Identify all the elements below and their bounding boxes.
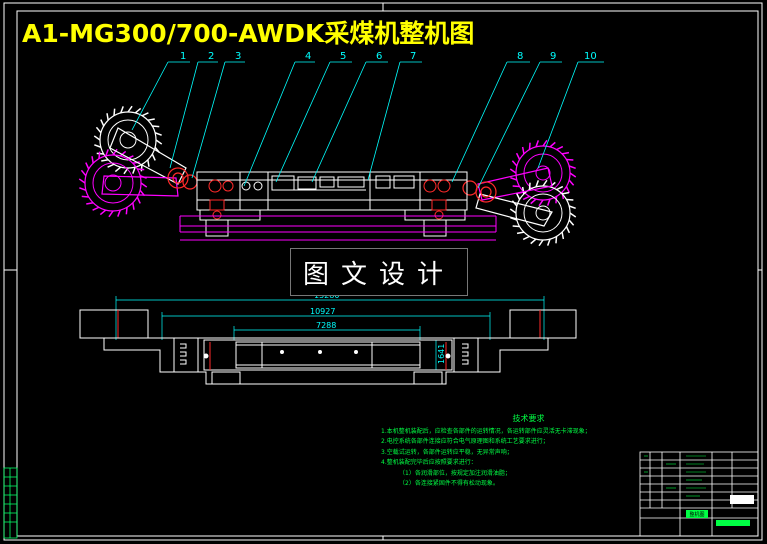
conveyor-pan bbox=[179, 215, 497, 241]
left-lower-drum bbox=[78, 148, 148, 218]
machine-body bbox=[196, 171, 468, 237]
inner-frame bbox=[16, 10, 759, 537]
left-revision-strip bbox=[3, 467, 18, 539]
dimension-inner: 7288 bbox=[316, 321, 336, 330]
part-leaders bbox=[131, 61, 604, 189]
right-upper-drum bbox=[509, 139, 577, 207]
title-block bbox=[639, 451, 759, 537]
part-number-labels: 1 2 3 4 5 6 7 8 9 10 bbox=[180, 51, 597, 62]
dimension-height: 1641 bbox=[437, 344, 446, 364]
right-lower-drum bbox=[509, 179, 577, 247]
shearer-plan-view bbox=[79, 296, 577, 385]
haulage-units bbox=[209, 199, 447, 220]
watermark: 图文设计 bbox=[290, 248, 468, 296]
part-number-1: 1 bbox=[180, 51, 186, 62]
technical-note-5: （1）各润滑部位，按规定加注润滑油脂； bbox=[399, 469, 511, 477]
technical-requirements-title: 技术要求 bbox=[512, 414, 545, 423]
left-ranging-arm bbox=[101, 127, 198, 197]
part-number-10: 10 bbox=[584, 51, 597, 62]
title-block-drawing-name: 整机图 bbox=[689, 511, 704, 518]
title-block-strokes bbox=[644, 455, 706, 497]
part-number-6: 6 bbox=[376, 51, 382, 62]
part-number-4: 4 bbox=[305, 51, 311, 62]
technical-note-4: 4.整机装配完毕后应按照要求进行： bbox=[381, 459, 477, 466]
dimension-labels: 15280 10927 7288 1641 bbox=[310, 291, 446, 364]
left-upper-drum bbox=[93, 105, 163, 175]
part-number-2: 2 bbox=[208, 51, 214, 62]
dimension-overall: 10927 bbox=[310, 307, 335, 316]
part-number-5: 5 bbox=[340, 51, 346, 62]
part-number-3: 3 bbox=[235, 51, 241, 62]
technical-note-2: 2.电控系统各部件连接应符合电气原理图和系统工艺要求进行； bbox=[381, 438, 549, 445]
technical-note-3: 3.空载试运转，各部件运转应平稳，无异常声响； bbox=[381, 448, 513, 456]
technical-requirements: 技术要求 1.本机整机装配后，应检查各部件的运转情况，各运转部件应灵活无卡滞现象… bbox=[381, 414, 636, 490]
technical-note-6: （2）各连接紧固件不得有松动现象。 bbox=[399, 480, 499, 487]
part-number-7: 7 bbox=[410, 51, 416, 62]
technical-note-1: 1.本机整机装配后，应检查各部件的运转情况，各运转部件应灵活无卡滞现象； bbox=[381, 427, 591, 435]
part-number-9: 9 bbox=[550, 51, 556, 62]
right-ranging-arm bbox=[462, 167, 553, 227]
shearer-side-view bbox=[78, 105, 577, 247]
part-number-8: 8 bbox=[517, 51, 523, 62]
drawing-title: A1-MG300/700-AWDK采煤机整机图 bbox=[22, 19, 475, 48]
